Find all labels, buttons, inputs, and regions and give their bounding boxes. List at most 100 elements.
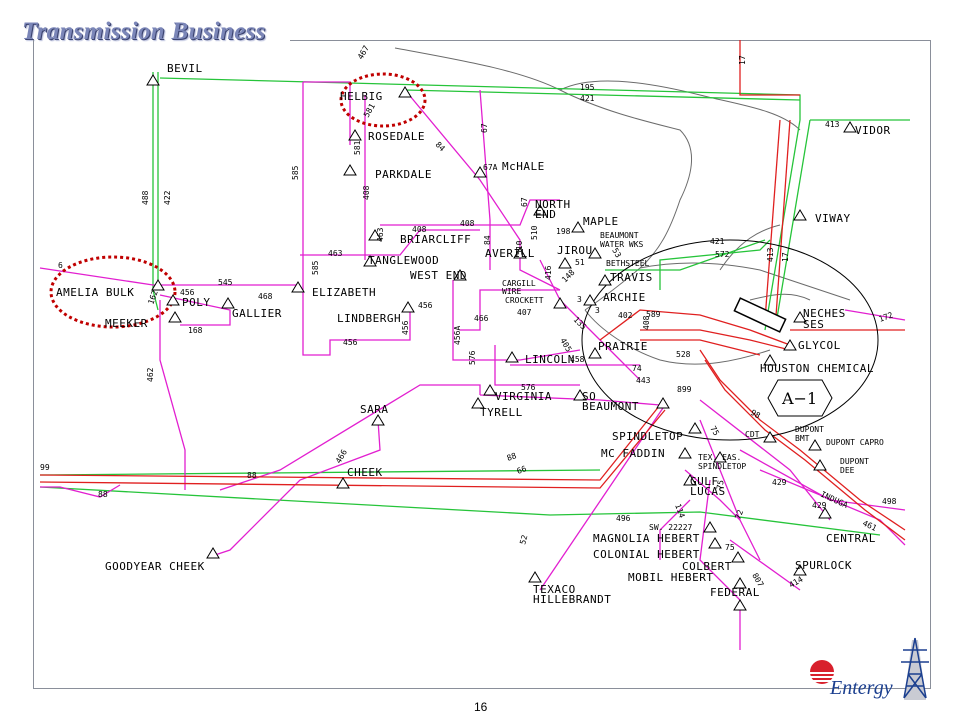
num-51: 51 [575,258,585,267]
num-468: 468 [258,292,273,301]
label-texaco-2: HILLEBRANDT [533,593,611,606]
label-dupont-capro: DUPONT CAPRO [826,438,884,447]
label-sw: SW. 22227 [649,523,693,532]
label-cdt: CDT [745,430,760,439]
label-neches: NECHES [803,307,846,320]
num-462: 462 [146,367,155,382]
num-576b: 576 [521,383,536,392]
num-456c: 456 [401,320,410,335]
label-lincoln: LINCOLN [525,353,575,366]
power-tower-icon [901,637,929,700]
num-66: 66 [516,464,528,476]
page-number: 16 [474,700,488,714]
label-bethsteel: BETHSTEEL [606,259,650,268]
num-84: 84 [434,140,447,153]
red-lines [39,40,906,541]
label-averill: AVERILL [485,247,535,260]
magenta-lines [39,81,906,650]
num-408c: 408 [412,225,427,234]
num-195: 195 [580,83,595,92]
num-72: 72 [733,508,745,520]
label-bevil: BEVIL [167,62,203,75]
label-travis: TRAVIS [610,271,653,284]
label-dupont-dee-2: DEE [840,466,855,475]
num-198: 198 [556,227,571,236]
num-585b: 585 [311,260,320,275]
num-17b: 17 [781,252,790,262]
label-gulf: GULF [690,475,719,488]
substation-labels: BEVIL HELBIG ROSEDALE PARKDALE McHALE NO… [56,62,891,606]
helbig-highlight [339,72,427,128]
num-148: 148 [560,268,577,285]
label-so-beaumont-2: BEAUMONT [582,400,639,413]
num-413: 413 [825,120,840,129]
num-488: 488 [141,190,150,205]
a1-label: A−1 [781,389,817,408]
num-456d: 456 [343,338,358,347]
label-gallier: GALLIER [232,307,282,320]
label-central: CENTRAL [826,532,876,545]
label-elizabeth: ELIZABETH [312,286,376,299]
num-589: 589 [646,310,661,319]
num-510b: 510 [515,240,524,255]
label-poly: POLY [182,296,211,309]
num-402: 402 [618,311,633,320]
num-545: 545 [218,278,233,287]
num-75c: 75 [715,479,726,490]
num-429b: 429 [812,501,827,510]
label-archie: ARCHIE [603,291,646,304]
num-88: 88 [506,451,518,463]
label-viway: VIWAY [815,212,851,225]
num-75b: 75 [725,543,735,552]
num-52: 52 [518,534,529,546]
label-tanglewood: TANGLEWOOD [368,254,439,267]
num-53: 53 [610,247,623,260]
label-rosedale: ROSEDALE [368,130,425,143]
label-dupont-bmt-2: BMT [795,434,810,443]
label-helbig: HELBIG [340,90,383,103]
num-572: 572 [715,250,730,259]
num-408d: 408 [642,315,651,330]
label-beaumont-water-2: WATER WKS [600,240,644,249]
label-glycol: GLYCOL [798,339,841,352]
label-so-beaumont: SO [582,390,596,403]
river-lines [394,47,851,365]
num-581b: 581 [353,140,362,155]
num-422: 422 [163,190,172,205]
label-colonial: COLONIAL HEBERT [593,548,700,561]
num-98: 98 [749,408,762,421]
label-magnolia: MAGNOLIA HEBERT [593,532,700,545]
num-67b: 67 [520,197,529,207]
num-67a: 67A [483,163,498,172]
num-585: 585 [291,165,300,180]
label-texaco: TEXACO [533,583,576,596]
label-mc-faddin: MC FADDIN [601,447,665,460]
num-74: 74 [632,364,642,373]
label-spindletop: SPINDLETOP [612,430,683,443]
label-gulf-2: LUCAS [690,485,726,498]
label-cargill-2: WIRE [502,287,521,296]
num-3b: 3 [595,306,600,315]
num-576: 576 [468,350,477,365]
num-429: 429 [772,478,787,487]
label-spurlock: SPURLOCK [795,559,852,572]
num-466: 466 [474,314,489,323]
label-tex-eas-2: SPINDLETOP [698,462,746,471]
num-88b: 88 [98,490,108,499]
label-vidor: VIDOR [855,124,891,137]
label-cargill: CARGILL [502,279,536,288]
label-tex-eas: TEX. EAS. [698,453,741,462]
num-407: 407 [517,308,532,317]
num-421b: 421 [710,237,725,246]
label-houston-chemical: HOUSTON CHEMICAL [760,362,874,375]
num-413b: 413 [766,247,775,262]
label-lindbergh: LINDBERGH [337,312,401,325]
num-899: 899 [677,385,692,394]
label-dupont-bmt: DUPONT [795,425,824,434]
entergy-logo: Entergy [808,637,929,700]
label-federal: FEDERAL [710,586,760,599]
num-3: 3 [577,295,582,304]
num-456b: 456 [418,301,433,310]
num-162: 162 [146,289,159,306]
num-75: 75 [708,425,721,438]
